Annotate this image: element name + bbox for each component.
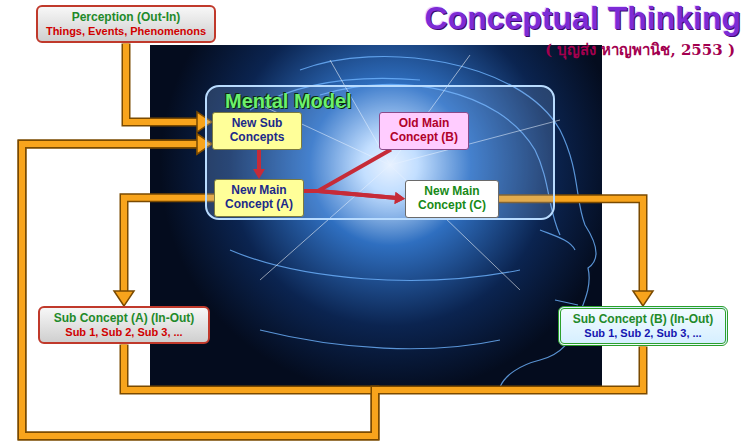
- node-heading: New Sub Concepts: [217, 117, 297, 145]
- node-body: Sub 1, Sub 2, Sub 3, ...: [44, 326, 204, 339]
- connector-outline: [126, 43, 200, 122]
- node-body: Things, Events, Phenomenons: [42, 25, 210, 38]
- node-heading: Perception (Out-In): [42, 11, 210, 25]
- node-heading: Sub Concept (A) (In-Out): [44, 312, 204, 326]
- output-box: Sub Concept (A) (In-Out)Sub 1, Sub 2, Su…: [38, 306, 210, 344]
- input-box: Perception (Out-In)Things, Events, Pheno…: [36, 5, 216, 43]
- node-heading: Old Main Concept (B): [384, 117, 464, 145]
- connector-line: [124, 198, 214, 294]
- connector-outline: [124, 198, 214, 294]
- node-heading: New Main Concept (A): [219, 184, 299, 212]
- connector-line: [126, 43, 200, 122]
- node-heading: Mental Model: [225, 90, 545, 113]
- node-heading: New Main Concept (C): [410, 185, 494, 213]
- node-body: Sub 1, Sub 2, Sub 3, ...: [565, 327, 721, 340]
- concept-box: Old Main Concept (B): [379, 112, 469, 150]
- author-credit: ( บุญส่ง หาญพานิช, 2553 ): [545, 38, 735, 62]
- concept-box: New Main Concept (C): [405, 180, 499, 218]
- arrow-head: [633, 291, 653, 306]
- diagram-title: Conceptual Thinking: [425, 0, 741, 37]
- brain-background: [150, 45, 602, 387]
- output-box: Sub Concept (B) (In-Out)Sub 1, Sub 2, Su…: [558, 306, 728, 346]
- concept-box: New Main Concept (A): [214, 179, 304, 217]
- flow-arrow: [126, 43, 212, 132]
- flow-arrow: [114, 198, 214, 306]
- arrow-head: [114, 291, 134, 306]
- node-heading: Sub Concept (B) (In-Out): [565, 313, 721, 327]
- concept-box: New Sub Concepts: [212, 112, 302, 150]
- mental-model-region: Mental ModelNew Sub Concepts Old Main Con…: [205, 85, 555, 220]
